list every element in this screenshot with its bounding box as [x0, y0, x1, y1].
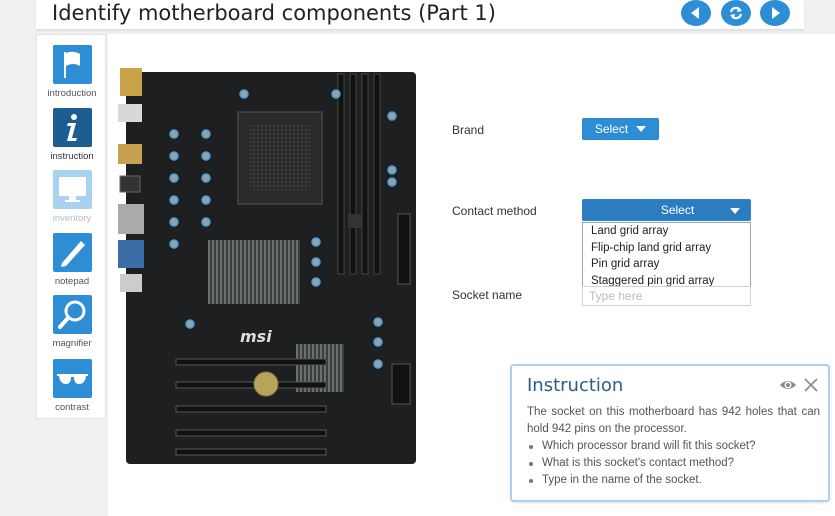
io-port	[120, 68, 142, 96]
vrm-heatsink	[208, 240, 300, 304]
tool-label: magnifier	[52, 338, 92, 349]
tool-introduction[interactable]: introduction	[37, 45, 107, 99]
contact-method-dropdown: Land grid array Flip-chip land grid arra…	[582, 222, 751, 290]
glasses-icon	[56, 374, 88, 384]
magnifier-icon	[57, 300, 85, 329]
dropdown-option-pin-grid-array[interactable]: Pin grid array	[591, 258, 660, 270]
brand-select[interactable]: Select	[582, 118, 659, 140]
tool-inventory: inventory	[37, 170, 107, 224]
ram-slots	[337, 73, 381, 275]
instruction-panel: Instruction The socket on this motherboa…	[510, 364, 830, 502]
header-bar: Identify motherboard components (Part 1)	[36, 0, 804, 30]
arrow-right-icon	[772, 7, 780, 19]
close-icon[interactable]	[802, 376, 820, 394]
motherboard-image[interactable]: msi	[116, 64, 428, 464]
monitor-icon	[58, 177, 86, 202]
main-content: msi Brand Select Contact me	[108, 34, 835, 516]
tool-magnifier[interactable]: magnifier	[37, 295, 107, 349]
dropdown-option-flip-chip-land-grid-array[interactable]: Flip-chip land grid array	[591, 241, 712, 254]
reset-button[interactable]	[721, 0, 751, 26]
arrow-left-icon	[691, 7, 699, 19]
refresh-icon	[729, 6, 743, 20]
contact-method-select[interactable]: Select	[582, 199, 751, 221]
info-icon	[66, 114, 77, 141]
contact-method-select-label: Select	[660, 203, 695, 217]
msi-logo: msi	[240, 327, 272, 346]
instruction-list: Which processor brand will fit this sock…	[527, 438, 820, 489]
next-button[interactable]	[760, 0, 790, 26]
dropdown-option-staggered-pin-grid-array[interactable]: Staggered pin grid array	[591, 274, 715, 287]
chevron-down-icon	[730, 208, 740, 214]
contact-method-label: Contact method	[452, 204, 537, 218]
pcie-slots	[175, 358, 327, 456]
dropdown-option-land-grid-array[interactable]: Land grid array	[591, 225, 669, 237]
brand-select-label: Select	[594, 122, 629, 136]
flag-icon	[63, 51, 80, 78]
tool-notepad[interactable]: notepad	[37, 233, 107, 287]
eye-icon[interactable]	[779, 376, 797, 394]
socket-name-label: Socket name	[452, 288, 523, 302]
tool-instruction[interactable]: instruction	[37, 108, 107, 162]
tool-label: introduction	[47, 88, 97, 99]
list-item: Type in the name of the socket.	[527, 472, 820, 489]
tool-contrast[interactable]: contrast	[37, 359, 107, 413]
list-item: Which processor brand will fit this sock…	[527, 438, 820, 455]
instruction-text: The socket on this motherboard has 942 h…	[527, 406, 820, 435]
chevron-down-icon	[636, 126, 647, 132]
back-button[interactable]	[681, 0, 711, 26]
page-title: Identify motherboard components (Part 1)	[52, 1, 496, 25]
tool-label: inventory	[52, 213, 92, 224]
tool-label: instruction	[50, 151, 94, 162]
instruction-title: Instruction	[527, 375, 624, 396]
list-item: What is this socket's contact method?	[527, 455, 820, 472]
pencil-icon	[60, 241, 85, 267]
tool-label: contrast	[55, 402, 89, 413]
brand-label: Brand	[452, 123, 485, 137]
tool-sidebar: introduction instruction inventory notep…	[36, 34, 106, 419]
tool-label: notepad	[54, 276, 90, 287]
socket-name-input[interactable]	[582, 286, 751, 306]
cpu-socket	[250, 124, 310, 190]
